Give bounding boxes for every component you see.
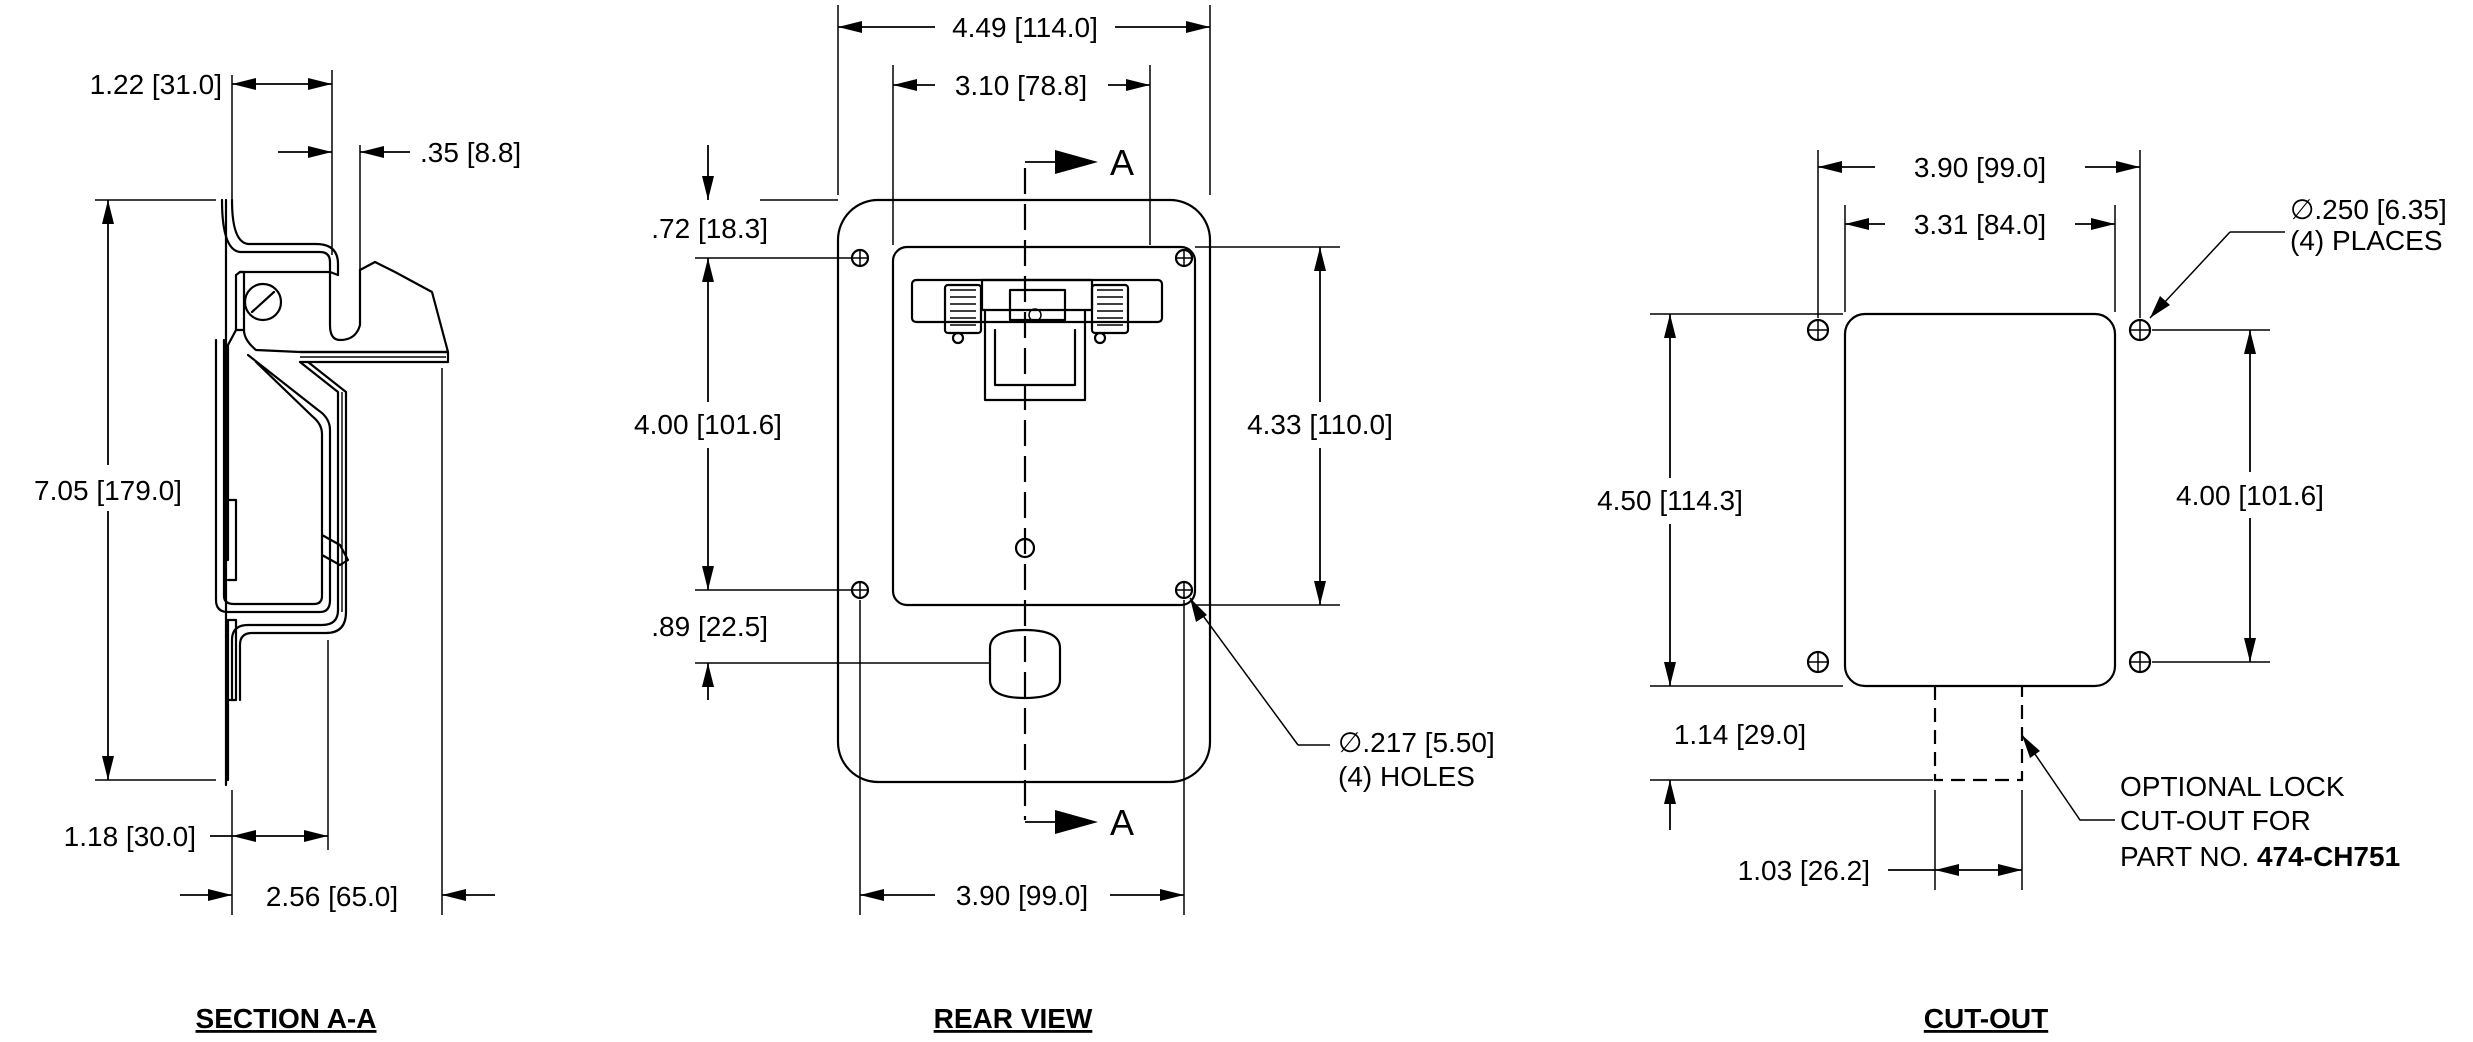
section-marker-bottom: A <box>1110 802 1134 843</box>
dim-cutout-hole-span: 3.90 [99.0] <box>1914 152 2046 183</box>
dim-cutout-lock-depth: 1.14 [29.0] <box>1674 719 1806 750</box>
dim-rear-top-offset: .72 [18.3] <box>651 213 768 244</box>
cutout-note-line2: CUT-OUT FOR <box>2120 805 2311 836</box>
dim-section-bottom-width: 1.18 [30.0] <box>64 821 196 852</box>
section-view: 1.22 [31.0] .35 [8.8] 7.05 [179.0] 1.18 … <box>22 69 521 1034</box>
section-title: SECTION A-A <box>196 1003 377 1034</box>
dim-section-height: 7.05 [179.0] <box>34 475 182 506</box>
section-marker-top: A <box>1110 142 1134 183</box>
cutout-note-line3: PART NO. 474-CH751 <box>2120 841 2400 872</box>
cutout-view: 3.90 [99.0] 3.31 [84.0] 4.50 [114.3] 4.0… <box>1582 150 2447 1034</box>
cutout-opening <box>1843 312 2117 688</box>
dim-rear-hole-spacing: 4.00 [101.6] <box>634 409 782 440</box>
rear-mounting-holes <box>850 248 1194 600</box>
dim-cutout-opening-height: 4.50 [114.3] <box>1597 485 1743 516</box>
cutout-hole-callout-size: ∅.250 [6.35] <box>2290 194 2447 225</box>
rear-view: A A 4.49 [114.0] 3.10 [78.8] <box>620 5 1495 1034</box>
cutout-mounting-holes <box>1806 318 2152 674</box>
dim-section-slot: .35 [8.8] <box>420 137 521 168</box>
cutout-title: CUT-OUT <box>1924 1003 2048 1034</box>
dim-section-top-width: 1.22 [31.0] <box>90 69 222 100</box>
dim-cutout-hole-spacing: 4.00 [101.6] <box>2176 480 2324 511</box>
section-housing <box>242 328 302 354</box>
rear-hole-callout-qty: (4) HOLES <box>1338 761 1475 792</box>
section-tab <box>320 533 350 567</box>
dim-cutout-lock-width: 1.03 [26.2] <box>1738 855 1870 886</box>
dim-section-depth: 2.56 [65.0] <box>266 881 398 912</box>
cutout-note-line1: OPTIONAL LOCK <box>2120 771 2345 802</box>
rear-view-title: REAR VIEW <box>934 1003 1093 1034</box>
dim-rear-hole-span: 3.90 [99.0] <box>956 880 1088 911</box>
dim-cutout-opening-width: 3.31 [84.0] <box>1914 209 2046 240</box>
section-latch-hook <box>238 260 450 354</box>
dim-rear-overall-width: 4.49 [114.0] <box>952 12 1098 43</box>
dim-rear-inner-width: 3.10 [78.8] <box>955 70 1087 101</box>
dim-rear-lock-offset: .89 [22.5] <box>651 611 768 642</box>
rear-latch-mechanism <box>910 278 1164 402</box>
cutout-lock-outline <box>1933 686 2024 782</box>
rear-recess <box>891 245 1197 607</box>
dim-rear-inner-height: 4.33 [110.0] <box>1247 409 1393 440</box>
cutout-hole-callout-qty: (4) PLACES <box>2290 225 2443 256</box>
rear-hole-callout-size: ∅.217 [5.50] <box>1338 727 1495 758</box>
rear-lock-cylinder <box>988 628 1062 700</box>
